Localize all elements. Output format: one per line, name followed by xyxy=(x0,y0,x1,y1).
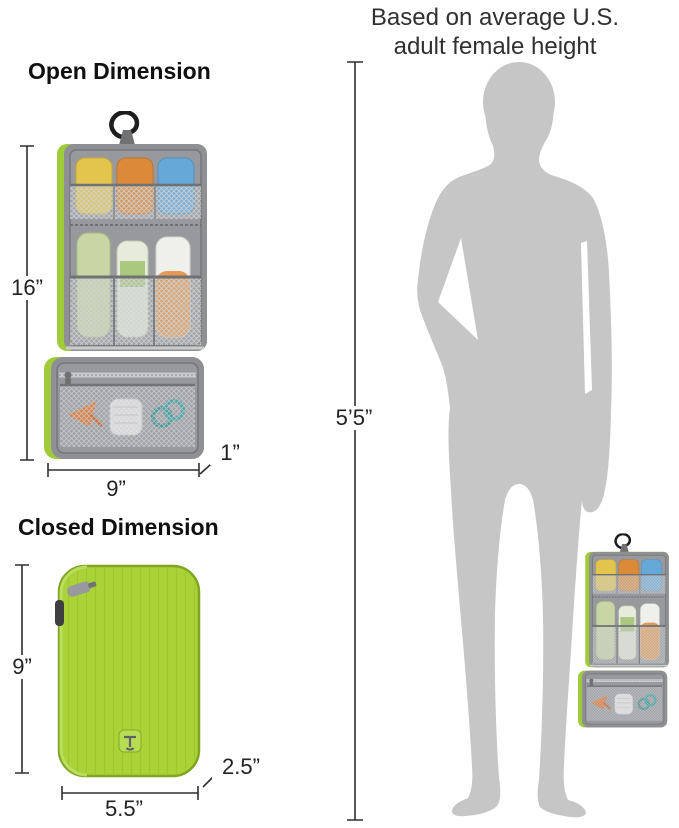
hanger-tab xyxy=(55,600,64,626)
brand-logo xyxy=(118,729,142,753)
scale-note: Based on average U.S. adult female heigh… xyxy=(340,3,650,61)
open-bag-illustration xyxy=(44,110,209,462)
scale-note-line1: Based on average U.S. xyxy=(370,4,620,31)
scale-reference-bag xyxy=(578,533,670,729)
zipper-pull xyxy=(67,581,97,597)
open-dimension-heading: Open Dimension xyxy=(28,58,211,84)
open-depth-label: 1” xyxy=(210,441,250,465)
closed-bag-illustration xyxy=(55,564,201,778)
open-width-label: 9” xyxy=(86,477,146,501)
closed-height-label: 9” xyxy=(0,655,44,679)
person-height-label: 5’5” xyxy=(322,406,386,430)
closed-dimension-heading: Closed Dimension xyxy=(18,514,219,540)
person-silhouette xyxy=(417,62,612,818)
scale-note-line2: adult female height xyxy=(393,33,597,60)
closed-depth-label: 2.5” xyxy=(212,755,270,779)
closed-width-label: 5.5” xyxy=(92,797,156,821)
open-height-label: 16” xyxy=(4,276,50,300)
silhouette-body xyxy=(417,64,612,818)
